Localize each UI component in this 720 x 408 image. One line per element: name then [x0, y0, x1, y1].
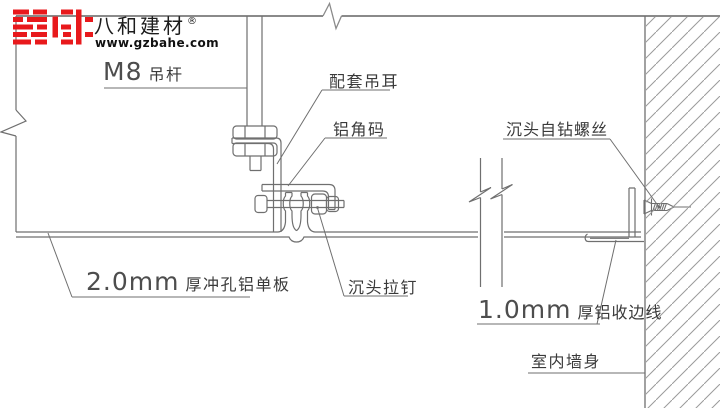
- label-aluminum-angle: 铝角码: [333, 116, 386, 140]
- hanging-ear-bracket-graphic: [231, 137, 282, 232]
- panel-joint-graphic: [16, 191, 478, 243]
- logo-company-name: 八和建材®: [94, 10, 197, 39]
- panel-name: 厚冲孔铝单板: [185, 275, 291, 294]
- self-drilling-screw-text: 沉头自钻螺丝: [506, 120, 609, 139]
- label-countersunk-rivet: 沉头拉钉: [348, 274, 418, 298]
- wall-hatch: [644, 16, 720, 408]
- label-panel: 2.0mm 厚冲孔铝单板: [86, 267, 290, 296]
- label-self-drilling-screw: 沉头自钻螺丝: [506, 116, 608, 140]
- registered-trademark-symbol: ®: [187, 16, 197, 27]
- interior-wall-text: 室内墙身: [531, 352, 602, 371]
- aluminum-angle-graphic: [261, 183, 336, 211]
- label-hanging-ear: 配套吊耳: [329, 68, 399, 92]
- aluminum-angle-text: 铝角码: [333, 120, 386, 139]
- countersunk-rivet-text: 沉头拉钉: [348, 278, 419, 297]
- bahe-logo-mark: [13, 9, 93, 45]
- hanging-ear-text: 配套吊耳: [329, 72, 400, 91]
- logo-website: www.gzbahe.com: [95, 36, 220, 50]
- rivet-bolt-graphic: [254, 193, 345, 215]
- ceiling-slab-line: [16, 1, 720, 31]
- company-name-text: 八和建材: [94, 14, 186, 38]
- left-break-line: [0, 16, 28, 232]
- hex-nuts-graphic: [232, 125, 278, 157]
- label-hanger-rod: M8 吊杆: [103, 57, 184, 86]
- hanger-rod-size: M8: [103, 57, 143, 86]
- label-interior-wall: 室内墙身: [531, 348, 601, 372]
- panel-lines: [504, 231, 641, 238]
- edge-trim-graphic: [584, 187, 644, 243]
- hanger-rod-name: 吊杆: [148, 65, 184, 84]
- panel-thickness: 2.0mm: [86, 267, 180, 296]
- section-break-lines: [468, 158, 513, 287]
- edge-trim-name: 厚铝收边线: [577, 303, 663, 322]
- edge-trim-thickness: 1.0mm: [478, 295, 572, 324]
- leader-lines: [47, 87, 661, 374]
- hanger-rod-graphic: [246, 16, 263, 172]
- label-edge-trim: 1.0mm 厚铝收边线: [478, 295, 662, 324]
